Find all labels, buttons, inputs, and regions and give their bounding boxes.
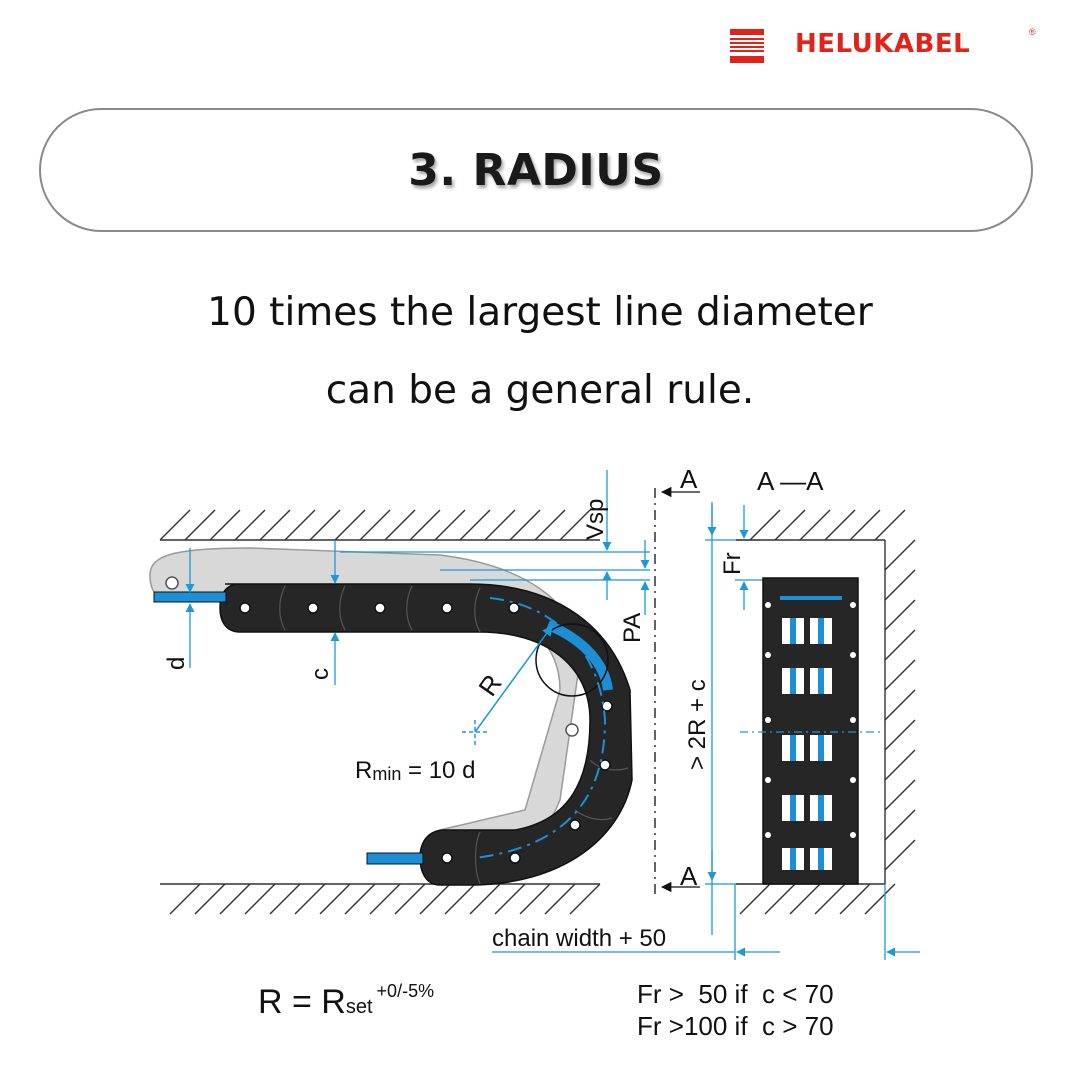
energy-chain — [219, 583, 633, 886]
subtitle-line-2: can be a general rule. — [325, 368, 755, 413]
label-rmin: Rmin = 10 d — [355, 757, 475, 784]
label-fr-rule-1: Fr > 50 if c < 70 — [637, 979, 834, 1009]
cable-end-top — [153, 591, 227, 603]
label-r-set: R = Rset+0/-5% — [258, 981, 434, 1021]
bottom-floor-hatch — [160, 883, 601, 915]
label-chain-width: chain width + 50 — [492, 925, 666, 952]
label-vsp: Vsp — [582, 499, 609, 540]
subtitle-line-1: 10 times the largest line diameter — [207, 290, 873, 335]
dimension-chain-width — [492, 884, 920, 960]
label-fr-rule-2: Fr >100 if c > 70 — [637, 1011, 834, 1041]
label-height: > 2R + c — [684, 679, 711, 770]
cable-end-bottom — [366, 852, 424, 865]
label-d: d — [163, 657, 190, 670]
registered-mark: ® — [1029, 27, 1036, 37]
helukabel-logo: HELUKABEL ® — [727, 27, 1042, 67]
top-ceiling-hatch — [159, 509, 600, 541]
section-trough — [736, 509, 916, 915]
radius-indicator — [462, 625, 553, 748]
page-title: 3. RADIUS — [408, 144, 664, 196]
helukabel-logo-mark-icon — [730, 29, 764, 63]
section-cut-line — [654, 486, 700, 895]
label-r: R — [472, 669, 507, 702]
chain-cross-section — [740, 577, 880, 885]
dimension-vsp-pa — [340, 470, 650, 615]
label-a-top: A — [680, 464, 698, 494]
title-banner: 3. RADIUS — [39, 108, 1033, 232]
brand-name: HELUKABEL — [795, 29, 971, 59]
label-c: c — [307, 668, 334, 680]
label-pa: PA — [619, 613, 646, 643]
label-fr: Fr — [719, 552, 746, 575]
energy-chain-radius-diagram: Vsp PA A A A —A Fr d c R Rmin = 10 d > 2… — [149, 464, 920, 1041]
label-section: A —A — [757, 466, 824, 496]
label-a-bottom: A — [680, 861, 698, 891]
